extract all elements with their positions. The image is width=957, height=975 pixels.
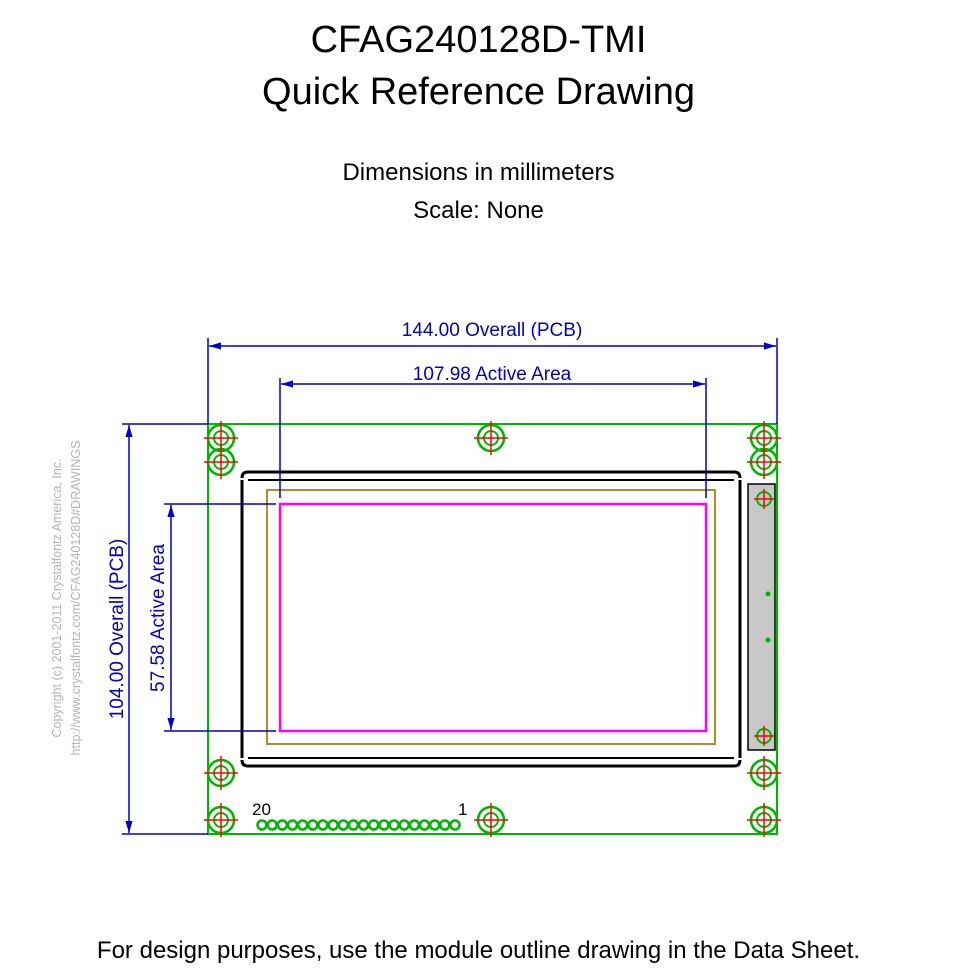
connector-pin (378, 819, 390, 831)
pin-20-label: 20 (252, 800, 271, 819)
page-title: CFAG240128D-TMI (310, 19, 647, 61)
units-note: Dimensions in millimeters (342, 159, 615, 186)
connector-pin (296, 819, 309, 831)
connector-pin (256, 819, 268, 831)
connector-pin (418, 819, 431, 831)
page-subtitle: Quick Reference Drawing (262, 71, 695, 113)
scale-note: Scale: None (413, 197, 544, 224)
pin-1-label: 1 (458, 800, 467, 819)
dim-overall-height-label: 104.00 Overall (PCB) (107, 539, 128, 720)
design-note: For design purposes, use the module outl… (96, 937, 861, 964)
dim-active-height (164, 503, 276, 732)
connector-pin (327, 819, 339, 831)
connector-pin (337, 819, 350, 831)
connector-pin (317, 819, 329, 831)
mounting-hole (747, 421, 781, 455)
connector-pin (408, 819, 421, 831)
dim-overall-width (207, 338, 778, 424)
active-area (278, 502, 708, 733)
mounting-hole (474, 421, 508, 455)
mounting-hole (747, 756, 781, 790)
connector-pin (286, 819, 299, 831)
dim-active-width (279, 378, 707, 498)
mounting-hole (204, 756, 238, 790)
dim-active-width-label: 107.98 Active Area (413, 364, 572, 385)
pcb-outline (207, 423, 778, 835)
connector-pin (388, 819, 400, 831)
mounting-hole (474, 803, 508, 837)
connector-pin (357, 819, 370, 831)
connector-pin (266, 819, 278, 831)
lcd-bezel (240, 470, 742, 768)
connector-pin (439, 819, 451, 831)
viewing-area (266, 489, 716, 745)
mounting-hole (204, 445, 238, 479)
dim-overall-width-label: 144.00 Overall (PCB) (402, 320, 583, 341)
dim-overall-height (122, 423, 208, 835)
connector-pin (367, 819, 380, 831)
connector-pin (307, 819, 319, 831)
mounting-holes (204, 421, 781, 837)
mounting-hole (747, 445, 781, 479)
mounting-hole (747, 803, 781, 837)
connector-pin (449, 819, 461, 831)
connector-pin (398, 819, 410, 831)
side-panel-marks (754, 489, 774, 746)
side-panel-dot (765, 591, 771, 597)
connector-pin (428, 819, 441, 831)
connector-pin (276, 819, 289, 831)
module-drawing: 20 1 144.00 Overall (PCB) 107.98 Active … (50, 320, 781, 837)
connector-pins (256, 819, 461, 831)
copyright-line1: Copyright (c) 2001-2011 Crystalfontz Ame… (50, 458, 64, 737)
copyright-line2: http://www.crystalfontz.com/CFAG240128D#… (69, 441, 83, 756)
side-panel-dot (765, 637, 771, 643)
connector-pin (347, 819, 360, 831)
mounting-hole (204, 803, 238, 837)
dim-active-height-label: 57.58 Active Area (148, 544, 169, 692)
side-panel (747, 483, 776, 751)
